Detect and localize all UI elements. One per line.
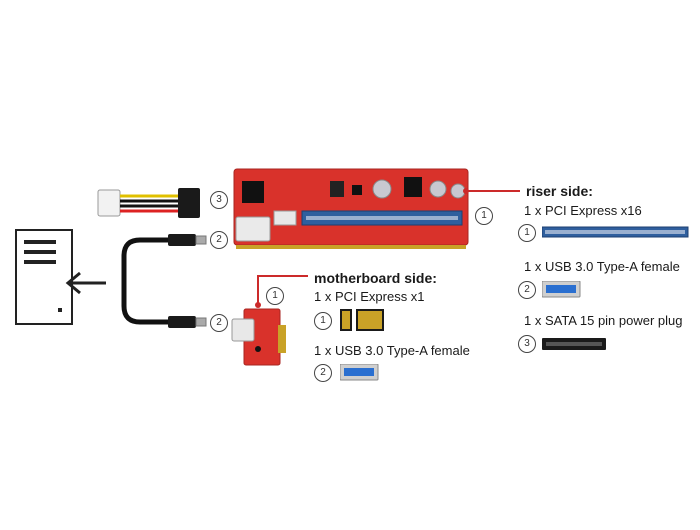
arrow-left-icon (65, 271, 106, 295)
sata-power-cable (97, 188, 200, 218)
usb-a-port-icon (340, 364, 379, 381)
num-circle-usb-bottom: 2 (210, 314, 228, 332)
mb-item-2-num: 2 (314, 364, 332, 382)
riser-item-1-num: 1 (518, 224, 536, 242)
usb-cable (121, 234, 207, 328)
riser-item-3-num: 3 (518, 335, 536, 353)
num-circle-riser-slot: 1 (475, 207, 493, 225)
riser-heading: riser side: (526, 183, 593, 199)
mb-item-1-num: 1 (314, 312, 332, 330)
usb-a-port-icon (542, 281, 581, 298)
sata-power-port-icon (542, 338, 606, 350)
pci-x16-slot-icon (542, 226, 689, 238)
motherboard-heading: motherboard side: (314, 270, 437, 286)
num-circle-usb-top: 2 (210, 231, 228, 249)
riser-item-2-label: 1 x USB 3.0 Type-A female (524, 259, 680, 274)
num-circle-mb-slot: 1 (266, 287, 284, 305)
riser-item-1-label: 1 x PCI Express x16 (524, 203, 642, 218)
riser-item-2-num: 2 (518, 281, 536, 299)
mb-item-1-label: 1 x PCI Express x1 (314, 289, 425, 304)
computer-case-icon (15, 229, 73, 325)
num-circle-sata: 3 (210, 191, 228, 209)
mb-item-2-label: 1 x USB 3.0 Type-A female (314, 343, 470, 358)
riser-item-3-label: 1 x SATA 15 pin power plug (524, 313, 683, 328)
riser-card (233, 168, 469, 249)
motherboard-card (231, 308, 286, 366)
pci-x1-slot-icon (340, 309, 384, 331)
